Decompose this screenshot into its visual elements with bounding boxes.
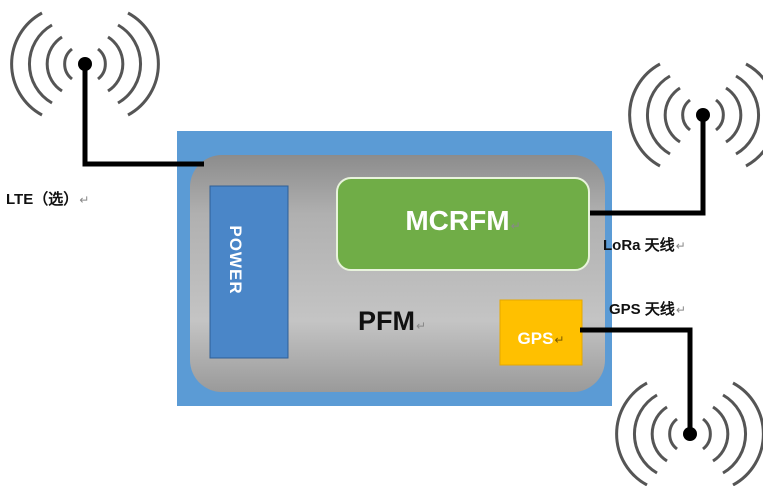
mcrfm-label-text: MCRFM: [405, 205, 510, 236]
mcrfm-label: MCRFM↵: [340, 205, 586, 237]
pfm-label-text: PFM: [358, 306, 415, 336]
mcrfm-block: [336, 177, 590, 271]
lte-antenna-label: LTE（选）↵: [6, 188, 89, 209]
gps-chip-label: GPS↵: [501, 329, 581, 349]
return-mark: ↵: [510, 219, 521, 233]
gps-antenna-label: GPS 天线↵: [609, 298, 686, 319]
return-mark: ↵: [554, 333, 565, 347]
gps-antenna-label-text: GPS 天线: [609, 301, 675, 318]
gps-wire: [580, 327, 693, 434]
lora-label-text: LoRa 天线: [603, 237, 675, 254]
power-block: [209, 185, 289, 359]
power-label-text: POWER: [226, 225, 245, 295]
return-mark: ↵: [416, 319, 427, 333]
lte-antenna-icon: [10, 11, 160, 117]
gps-chip-label-text: GPS: [517, 329, 554, 348]
gps-chip-block: [499, 299, 583, 366]
return-mark: ↵: [675, 239, 686, 253]
lora-antenna-icon: [628, 62, 763, 168]
lte-wire: [82, 64, 204, 167]
power-label: POWER: [225, 190, 245, 330]
lora-wire: [590, 115, 706, 216]
lora-antenna-label: LoRa 天线↵: [603, 234, 686, 255]
pfm-label: PFM↵: [358, 306, 426, 337]
lte-label-text: LTE（选）: [6, 191, 79, 208]
return-mark: ↵: [79, 193, 90, 207]
return-mark: ↵: [675, 303, 686, 317]
gps-antenna-icon: [615, 381, 763, 486]
